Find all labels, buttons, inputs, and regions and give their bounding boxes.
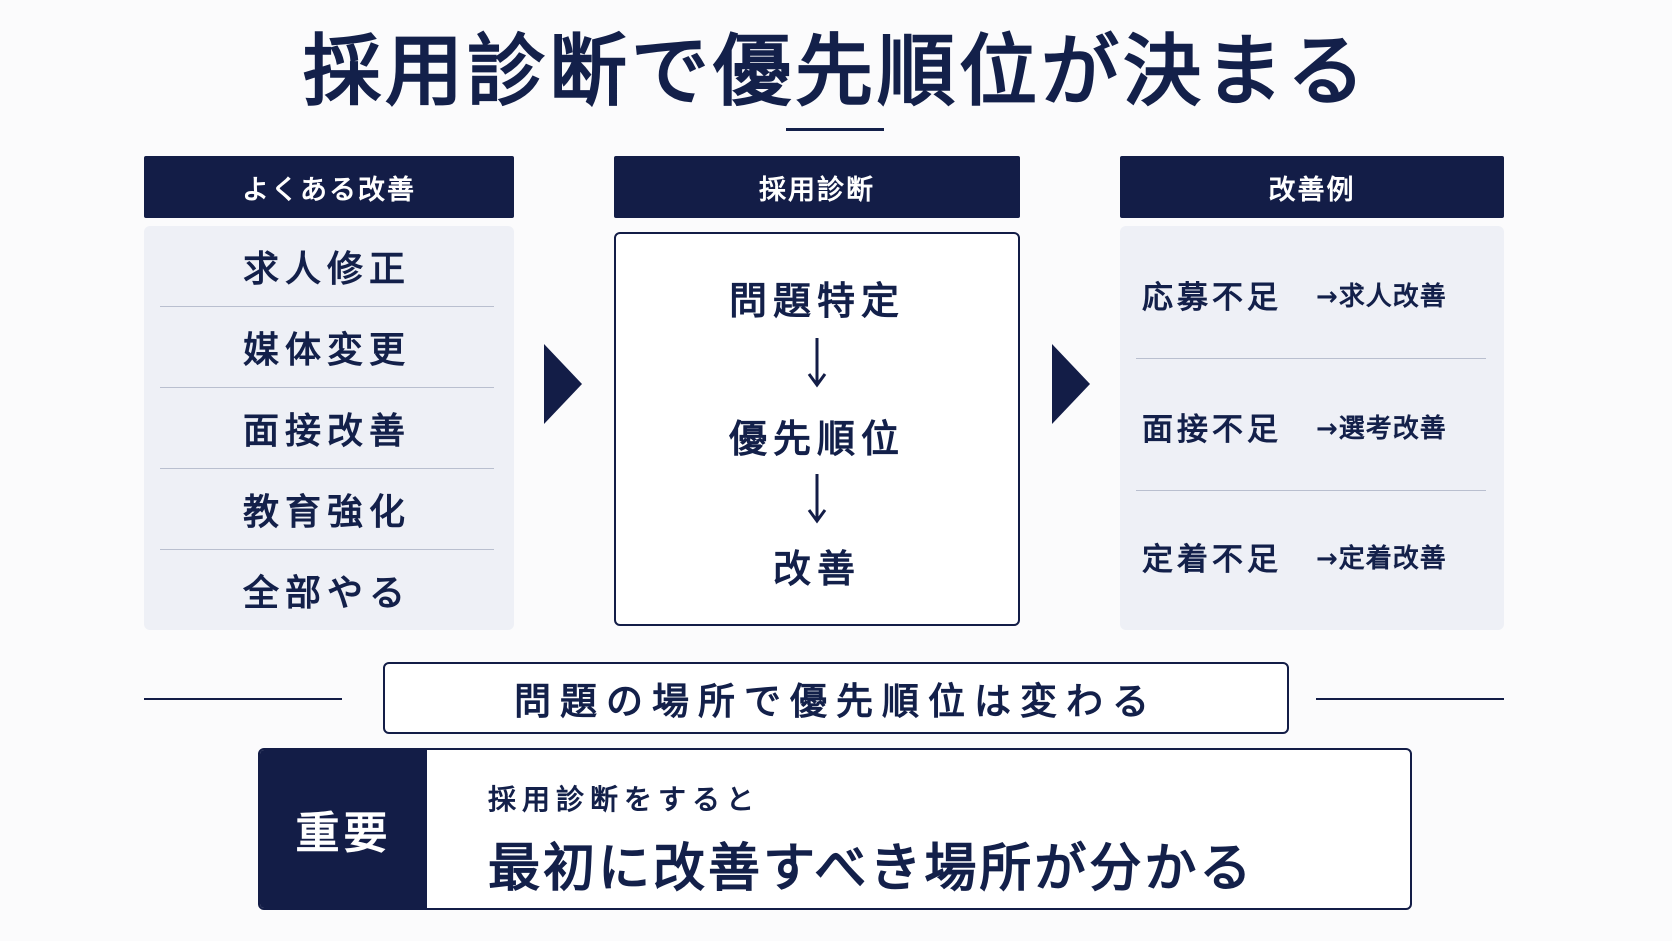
divider (160, 306, 494, 307)
right-arrow-icon (1052, 344, 1090, 424)
down-arrow-icon (807, 338, 827, 388)
important-badge: 重要 (260, 750, 427, 908)
divider (160, 549, 494, 550)
flow-step: 改善 (772, 547, 861, 591)
callout-subtitle: 採用診断をすると (488, 783, 761, 816)
example-row: 定着不足 →定着改善 (1142, 516, 1492, 596)
list-item: 教育強化 (242, 492, 411, 533)
list-item: 媒体変更 (242, 330, 411, 371)
example-row: 応募不足 →求人改善 (1142, 254, 1492, 334)
divider (160, 387, 494, 388)
list-item: 全部やる (242, 573, 411, 614)
issue-label: 面接不足 (1142, 411, 1282, 448)
page-title: 採用診断で優先順位が決まる (302, 27, 1369, 117)
title-underline (786, 128, 884, 131)
divider (160, 468, 494, 469)
down-arrow-icon (807, 474, 827, 524)
fix-label: →定着改善 (1316, 543, 1447, 574)
divider-left (144, 698, 342, 700)
divider (1136, 490, 1486, 491)
issue-label: 応募不足 (1142, 279, 1282, 316)
fix-label: →求人改善 (1316, 281, 1447, 312)
issue-label: 定着不足 (1142, 541, 1282, 578)
left-column-header: よくある改善 (144, 156, 514, 218)
divider (1136, 358, 1486, 359)
right-column-header: 改善例 (1120, 156, 1504, 218)
improvement-examples-panel: 応募不足 →求人改善 面接不足 →選考改善 定着不足 →定着改善 (1120, 226, 1504, 630)
diagnosis-flow-panel: 問題特定 優先順位 改善 (614, 232, 1020, 626)
divider-right (1316, 698, 1504, 700)
list-item: 求人修正 (242, 249, 411, 290)
flow-step: 優先順位 (728, 417, 905, 461)
callout-headline: 最初に改善すべき場所が分かる (488, 839, 1255, 899)
important-callout: 重要 採用診断をすると 最初に改善すべき場所が分かる (258, 748, 1412, 910)
key-message: 問題の場所で優先順位は変わる (383, 662, 1289, 734)
right-arrow-icon (544, 344, 582, 424)
example-row: 面接不足 →選考改善 (1142, 386, 1492, 466)
list-item: 面接改善 (242, 411, 411, 452)
fix-label: →選考改善 (1316, 413, 1447, 444)
common-improvements-panel: 求人修正 媒体変更 面接改善 教育強化 全部やる (144, 226, 514, 630)
middle-column-header: 採用診断 (614, 156, 1020, 218)
flow-step: 問題特定 (728, 279, 905, 323)
